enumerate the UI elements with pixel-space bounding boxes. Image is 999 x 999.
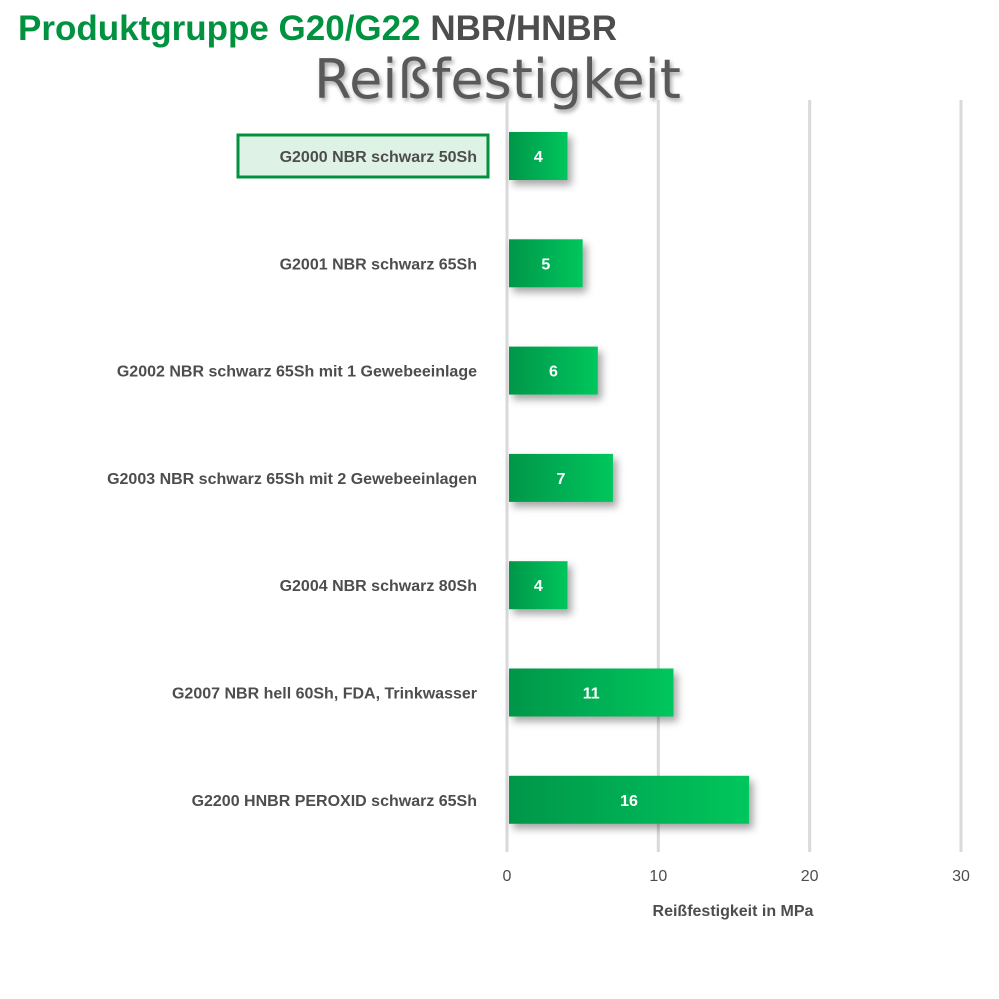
category-label: G2001 NBR schwarz 65Sh — [280, 256, 477, 273]
category-label: G2003 NBR schwarz 65Sh mit 2 Gewebeeinla… — [107, 471, 477, 488]
subtitle-text: Reißfestigkeit — [314, 48, 681, 111]
title-product-group: Produktgruppe G20/G22 — [18, 9, 421, 48]
category-label: G2007 NBR hell 60Sh, FDA, Trinkwasser — [172, 686, 477, 703]
x-tick-label: 10 — [649, 868, 667, 885]
category-label: G2200 HNBR PEROXID schwarz 65Sh — [192, 793, 477, 810]
data-label: 7 — [557, 471, 566, 488]
data-label: 11 — [583, 686, 600, 703]
bar — [509, 346, 598, 395]
bar — [509, 561, 568, 610]
bar — [509, 453, 613, 502]
grid-lines — [505, 100, 963, 852]
category-label: G2000 NBR schwarz 50Sh — [280, 149, 477, 166]
title-material: NBR/HNBR — [430, 9, 617, 48]
category-label: G2002 NBR schwarz 65Sh mit 1 Gewebeeinla… — [117, 364, 477, 381]
bar — [509, 239, 583, 288]
x-tick-label: 20 — [801, 868, 819, 885]
header-title: Produktgruppe G20/G22 NBR/HNBR — [18, 8, 617, 50]
x-tick-label: 30 — [952, 868, 970, 885]
x-axis-title: Reißfestigkeit in MPa — [653, 903, 814, 920]
data-label: 5 — [541, 256, 550, 273]
x-axis-ticks: 0 10 20 30 — [503, 868, 970, 885]
data-label: 16 — [620, 793, 638, 810]
bar — [509, 132, 568, 180]
data-label: 4 — [534, 149, 543, 166]
data-label: 6 — [549, 364, 558, 381]
data-label: 4 — [534, 578, 543, 595]
x-tick-label: 0 — [503, 868, 512, 885]
category-label: G2004 NBR schwarz 80Sh — [280, 578, 477, 595]
bars: 4 5 6 7 4 11 16 — [509, 132, 750, 824]
category-highlight-box — [236, 133, 490, 179]
bar — [509, 775, 750, 824]
chart-subtitle: Reißfestigkeit — [0, 44, 999, 116]
bar — [509, 668, 674, 717]
